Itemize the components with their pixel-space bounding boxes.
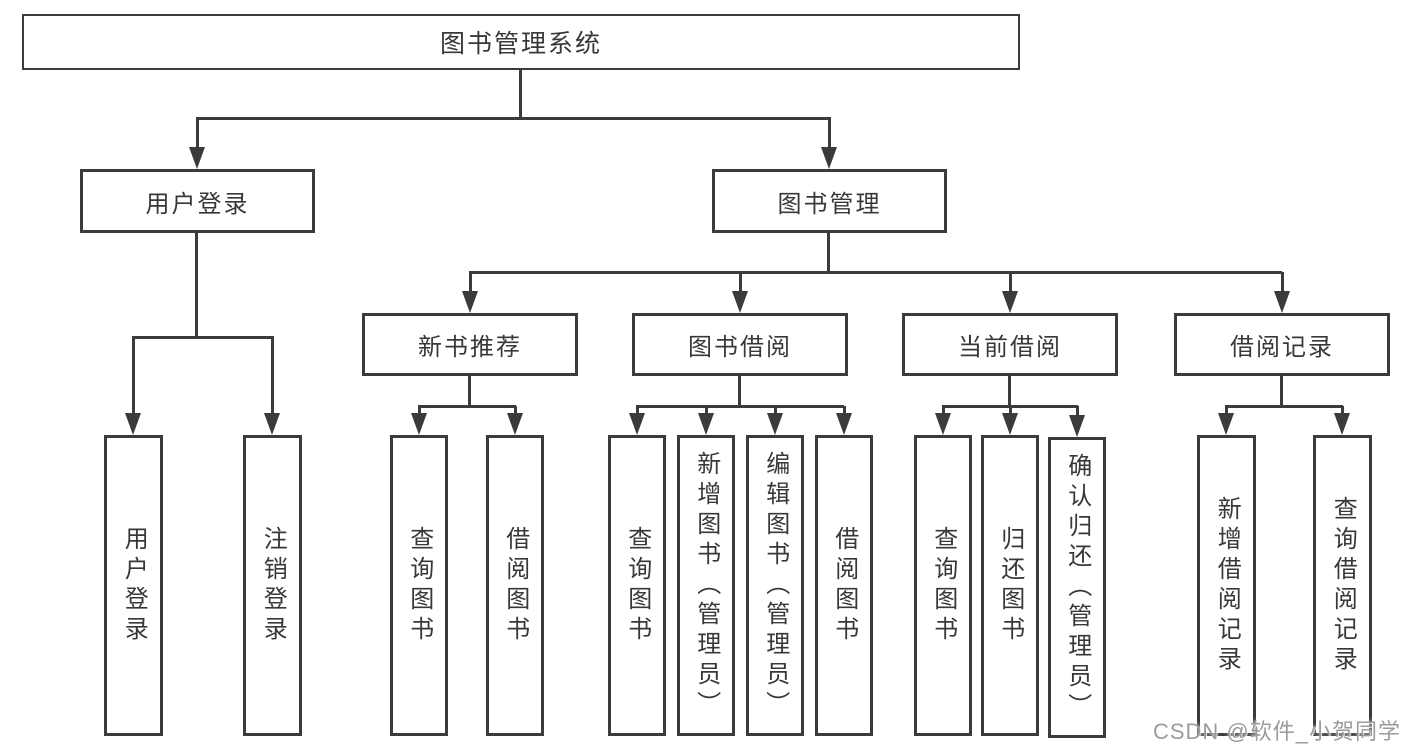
connector-line xyxy=(469,270,1282,274)
connector-line xyxy=(1075,406,1079,419)
arrowhead-down-icon xyxy=(507,413,523,435)
connector-line xyxy=(467,376,471,408)
leaf-label: 确认归还（管理员） xyxy=(1063,452,1091,723)
arrowhead-down-icon xyxy=(1218,413,1234,435)
arrowhead-down-icon xyxy=(462,291,478,313)
node-library-management-system: 图书管理系统 xyxy=(22,14,1020,70)
leaf-label: 归还图书 xyxy=(996,525,1024,646)
node-user-login: 用户登录 xyxy=(80,169,315,233)
connector-line xyxy=(826,233,830,274)
leaf-label: 新增借阅记录 xyxy=(1213,495,1241,676)
node-new-book-recommend: 新书推荐 xyxy=(362,313,578,376)
leaf-query-books-recommend: 查询图书 xyxy=(390,435,448,736)
leaf-add-books-admin: 新增图书（管理员） xyxy=(677,435,735,736)
arrowhead-down-icon xyxy=(821,147,837,169)
leaf-label: 编辑图书（管理员） xyxy=(761,450,789,721)
leaf-query-borrow-record: 查询借阅记录 xyxy=(1313,435,1372,736)
leaf-label: 查询图书 xyxy=(623,525,651,646)
connector-line xyxy=(417,406,421,417)
connector-line xyxy=(635,406,639,417)
node-label: 图书管理系统 xyxy=(439,30,602,58)
connector-line xyxy=(195,118,199,151)
arrowhead-down-icon xyxy=(264,413,280,435)
connector-line xyxy=(131,337,135,417)
arrowhead-down-icon xyxy=(1069,415,1085,437)
leaf-edit-books-admin: 编辑图书（管理员） xyxy=(746,435,804,736)
csdn-watermark: CSDN @软件_小贺同学 xyxy=(1152,719,1401,744)
leaf-user-login: 用户登录 xyxy=(104,435,163,736)
connector-line xyxy=(196,116,831,120)
node-label: 用户登录 xyxy=(145,190,250,218)
connector-line xyxy=(1007,376,1011,408)
connector-line xyxy=(1280,272,1284,295)
connector-line xyxy=(636,404,844,408)
node-label: 图书管理 xyxy=(777,190,882,218)
connector-line xyxy=(1279,376,1283,408)
node-book-borrow: 图书借阅 xyxy=(632,313,848,376)
leaf-confirm-return-admin: 确认归还（管理员） xyxy=(1048,437,1106,738)
connector-line xyxy=(1340,406,1344,417)
connector-line xyxy=(518,70,522,120)
connector-line xyxy=(132,335,274,339)
connector-line xyxy=(513,406,517,417)
connector-line xyxy=(773,406,777,417)
arrowhead-down-icon xyxy=(732,291,748,313)
leaf-borrow-books-recommend: 借阅图书 xyxy=(486,435,544,736)
leaf-add-borrow-record: 新增借阅记录 xyxy=(1197,435,1256,736)
arrowhead-down-icon xyxy=(629,413,645,435)
connector-line xyxy=(468,272,472,295)
leaf-label: 用户登录 xyxy=(120,525,148,646)
leaf-label: 查询图书 xyxy=(929,525,957,646)
arrowhead-down-icon xyxy=(411,413,427,435)
arrowhead-down-icon xyxy=(1002,413,1018,435)
connector-line xyxy=(941,406,945,417)
node-current-borrow: 当前借阅 xyxy=(902,313,1118,376)
connector-line xyxy=(1008,406,1012,417)
leaf-label: 注销登录 xyxy=(259,525,287,646)
leaf-label: 借阅图书 xyxy=(830,525,858,646)
connector-line xyxy=(270,337,274,417)
leaf-label: 新增图书（管理员） xyxy=(692,450,720,721)
arrowhead-down-icon xyxy=(1002,291,1018,313)
connector-line xyxy=(1225,404,1343,408)
leaf-query-books-current: 查询图书 xyxy=(914,435,972,736)
leaf-label: 查询借阅记录 xyxy=(1329,495,1357,676)
arrowhead-down-icon xyxy=(698,413,714,435)
connector-line xyxy=(194,233,198,339)
node-borrow-record: 借阅记录 xyxy=(1174,313,1390,376)
arrowhead-down-icon xyxy=(935,413,951,435)
connector-line xyxy=(842,406,846,417)
leaf-query-books-borrow: 查询图书 xyxy=(608,435,666,736)
connector-line xyxy=(827,118,831,151)
leaf-logout: 注销登录 xyxy=(243,435,302,736)
node-label: 图书借阅 xyxy=(688,334,792,361)
node-label: 当前借阅 xyxy=(958,334,1062,361)
arrowhead-down-icon xyxy=(1274,291,1290,313)
connector-line xyxy=(704,406,708,417)
connector-line xyxy=(418,404,516,408)
leaf-borrow-books: 借阅图书 xyxy=(815,435,873,736)
node-label: 借阅记录 xyxy=(1230,334,1334,361)
leaf-label: 借阅图书 xyxy=(501,525,529,646)
arrowhead-down-icon xyxy=(1334,413,1350,435)
leaf-return-books: 归还图书 xyxy=(981,435,1039,736)
leaf-label: 查询图书 xyxy=(405,525,433,646)
node-label: 新书推荐 xyxy=(418,334,522,361)
arrowhead-down-icon xyxy=(125,413,141,435)
node-book-management: 图书管理 xyxy=(712,169,947,233)
connector-line xyxy=(1008,272,1012,295)
arrowhead-down-icon xyxy=(767,413,783,435)
connector-line xyxy=(1224,406,1228,417)
arrowhead-down-icon xyxy=(189,147,205,169)
arrowhead-down-icon xyxy=(836,413,852,435)
connector-line xyxy=(737,376,741,408)
connector-line xyxy=(738,272,742,295)
